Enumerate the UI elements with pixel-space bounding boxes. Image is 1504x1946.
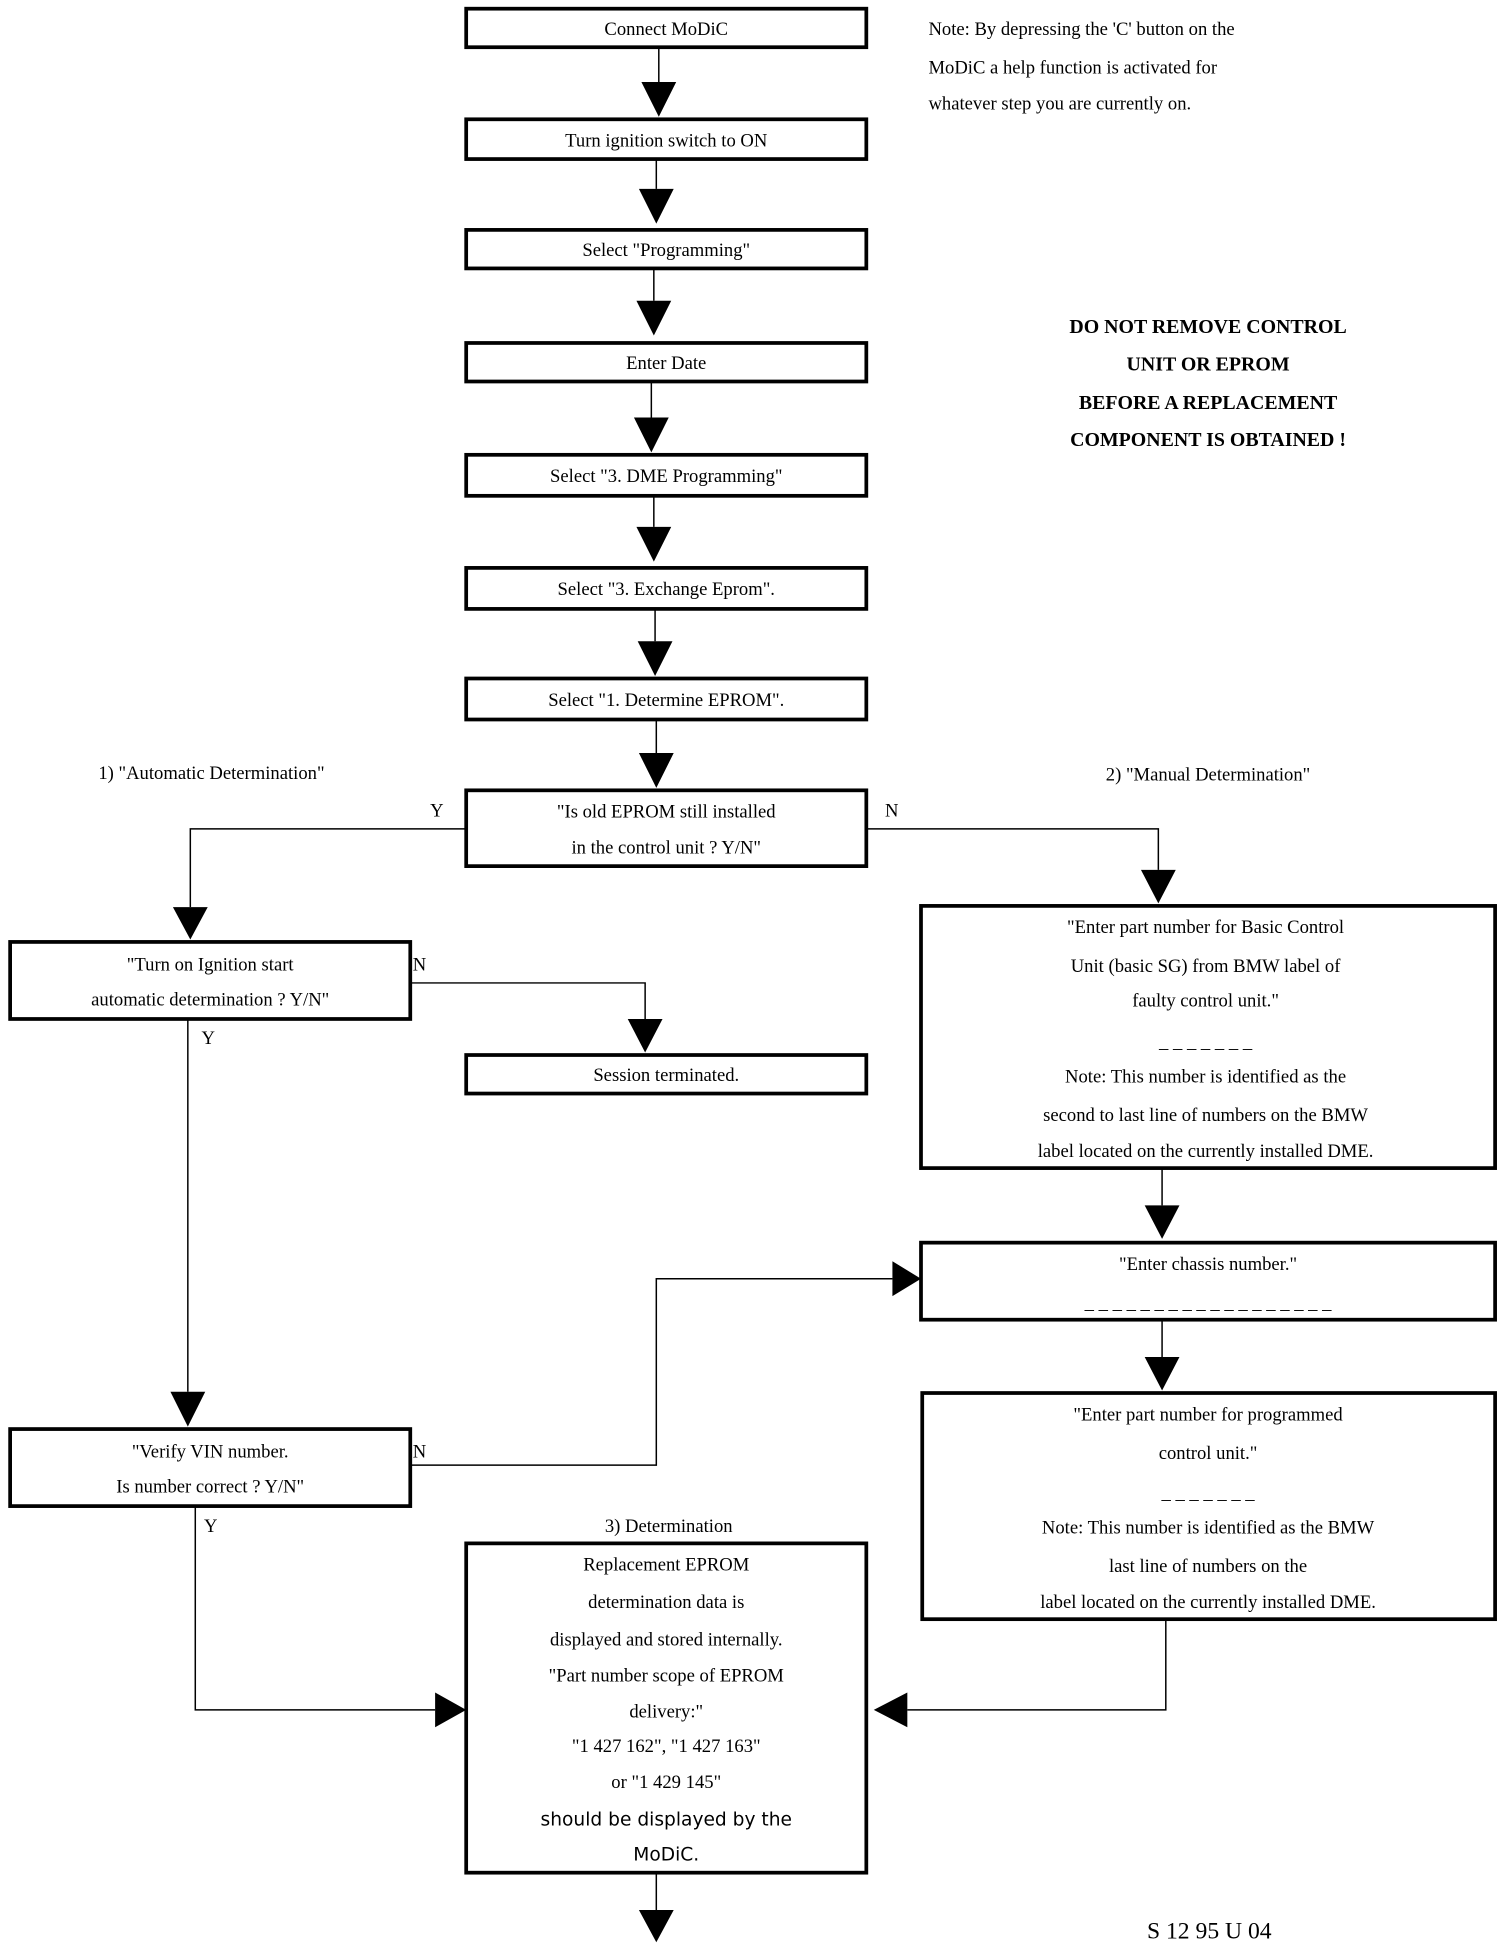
- svg-text:Select "Programming": Select "Programming": [582, 240, 750, 261]
- step-exchange-eprom: Select "3. Exchange Eprom".: [464, 566, 869, 611]
- svg-text:Connect MoDiC: Connect MoDiC: [604, 19, 728, 40]
- decision-old-eprom: "Is old EPROM still installed in the cont…: [464, 788, 869, 868]
- step-select-programming: Select "Programming": [464, 228, 869, 271]
- svg-text:in the control unit ? Y/N": in the control unit ? Y/N": [571, 838, 761, 859]
- svg-text:Note: This number is identifie: Note: This number is identified as the B…: [1042, 1517, 1375, 1538]
- warning-line: UNIT OR EPROM: [1127, 353, 1290, 375]
- svg-text:Select "1. Determine EPROM".: Select "1. Determine EPROM".: [548, 690, 784, 711]
- svg-text:Session terminated.: Session terminated.: [593, 1065, 739, 1086]
- svg-text:Replacement EPROM: Replacement EPROM: [583, 1555, 749, 1576]
- step-determine-eprom: Select "1. Determine EPROM".: [464, 676, 869, 722]
- warning-line: COMPONENT IS OBTAINED !: [1070, 429, 1346, 451]
- svg-text:_ _ _ _ _ _ _: _ _ _ _ _ _ _: [1160, 1483, 1255, 1504]
- svg-text:label located on the currently: label located on the currently installed…: [1040, 1592, 1376, 1613]
- label-no: N: [413, 955, 427, 976]
- svg-text:_ _ _ _ _ _ _: _ _ _ _ _ _ _: [1158, 1032, 1253, 1053]
- label-no: N: [413, 1442, 427, 1463]
- step-enter-basic-part-number: "Enter part number for Basic Control Uni…: [919, 904, 1497, 1170]
- svg-text:Turn ignition switch to ON: Turn ignition switch to ON: [565, 131, 768, 152]
- svg-text:"Enter part number for Basic C: "Enter part number for Basic Control: [1067, 917, 1344, 938]
- svg-text:"Enter chassis number.": "Enter chassis number.": [1119, 1254, 1297, 1275]
- step-enter-programmed-part-number: "Enter part number for programmed contro…: [920, 1391, 1497, 1622]
- svg-text:Is number correct ? Y/N": Is number correct ? Y/N": [116, 1476, 304, 1497]
- figure-id: S 12 95 U 04: [1147, 1919, 1272, 1945]
- step-ignition-on: Turn ignition switch to ON: [464, 117, 869, 161]
- svg-text:Enter Date: Enter Date: [626, 353, 706, 374]
- svg-text:Select "3. DME Programming": Select "3. DME Programming": [550, 466, 782, 487]
- svg-text:MoDiC.: MoDiC.: [633, 1844, 699, 1865]
- svg-text:label located on the currently: label located on the currently installed…: [1038, 1141, 1374, 1162]
- decision-turn-on-ignition: "Turn on Ignition start automatic determi…: [8, 940, 413, 1021]
- note-line: whatever step you are currently on.: [928, 93, 1191, 114]
- svg-text:or "1 429 145": or "1 429 145": [611, 1772, 721, 1793]
- step-dme-programming: Select "3. DME Programming": [464, 452, 869, 498]
- svg-text:"1 427 162", "1 427 163": "1 427 162", "1 427 163": [572, 1736, 761, 1757]
- svg-text:"Verify VIN number.: "Verify VIN number.: [132, 1442, 289, 1463]
- connectors: [170, 47, 1180, 1943]
- note-line: Note: By depressing the 'C' button on th…: [928, 19, 1234, 40]
- step-session-terminated: Session terminated.: [464, 1053, 869, 1096]
- label-automatic: 1) "Automatic Determination": [98, 763, 324, 784]
- svg-text:Select "3. Exchange Eprom".: Select "3. Exchange Eprom".: [558, 579, 775, 600]
- label-yes: Y: [202, 1028, 215, 1049]
- step-enter-date: Enter Date: [464, 341, 869, 384]
- step-connect-modic: Connect MoDiC: [464, 6, 869, 50]
- svg-text:_ _ _ _ _ _ _ _ _ _ _ _ _ _ _: _ _ _ _ _ _ _ _ _ _ _ _ _ _ _ _ _ _: [1084, 1293, 1332, 1314]
- step-enter-chassis-number: "Enter chassis number." _ _ _ _ _ _ _ _ …: [919, 1240, 1497, 1322]
- svg-text:last line of numbers on the: last line of numbers on the: [1109, 1556, 1307, 1577]
- svg-text:displayed and stored internall: displayed and stored internally.: [550, 1629, 783, 1650]
- svg-text:Note: This number is identifie: Note: This number is identified as the: [1065, 1066, 1346, 1087]
- svg-text:automatic determination ? Y/N": automatic determination ? Y/N": [91, 989, 329, 1010]
- svg-text:"Turn on Ignition start: "Turn on Ignition start: [127, 955, 295, 976]
- decision-verify-vin: "Verify VIN number. Is number correct ? Y…: [8, 1427, 413, 1508]
- label-no: N: [885, 800, 899, 821]
- svg-text:determination data is: determination data is: [588, 1592, 744, 1613]
- warning-line: BEFORE A REPLACEMENT: [1079, 392, 1337, 414]
- label-manual: 2) "Manual Determination": [1106, 764, 1311, 785]
- svg-text:second to last line of numbers: second to last line of numbers on the BM…: [1043, 1105, 1368, 1126]
- note-line: MoDiC a help function is activated for: [928, 57, 1217, 78]
- svg-text:"Enter part number for program: "Enter part number for programmed: [1073, 1404, 1343, 1425]
- svg-text:"Part number scope of EPROM: "Part number scope of EPROM: [549, 1665, 785, 1686]
- step-determination-result: Replacement EPROM determination data is …: [464, 1541, 869, 1875]
- svg-text:delivery:": delivery:": [629, 1701, 703, 1722]
- label-yes: Y: [430, 800, 443, 821]
- svg-text:control unit.": control unit.": [1159, 1443, 1258, 1464]
- svg-text:"Is old EPROM still installed: "Is old EPROM still installed: [557, 802, 776, 823]
- svg-text:Unit (basic SG) from BMW label: Unit (basic SG) from BMW label of: [1071, 956, 1341, 977]
- label-determination: 3) Determination: [605, 1516, 733, 1537]
- warning-line: DO NOT REMOVE CONTROL: [1069, 316, 1346, 338]
- warning-text: DO NOT REMOVE CONTROL UNIT OR EPROM BEFO…: [1069, 316, 1346, 451]
- arrow-head: [633, 82, 677, 788]
- svg-text:faulty control unit.": faulty control unit.": [1132, 991, 1279, 1012]
- help-note: Note: By depressing the 'C' button on th…: [928, 19, 1234, 115]
- label-yes: Y: [204, 1516, 217, 1537]
- svg-text:should be displayed by the: should be displayed by the: [541, 1809, 793, 1830]
